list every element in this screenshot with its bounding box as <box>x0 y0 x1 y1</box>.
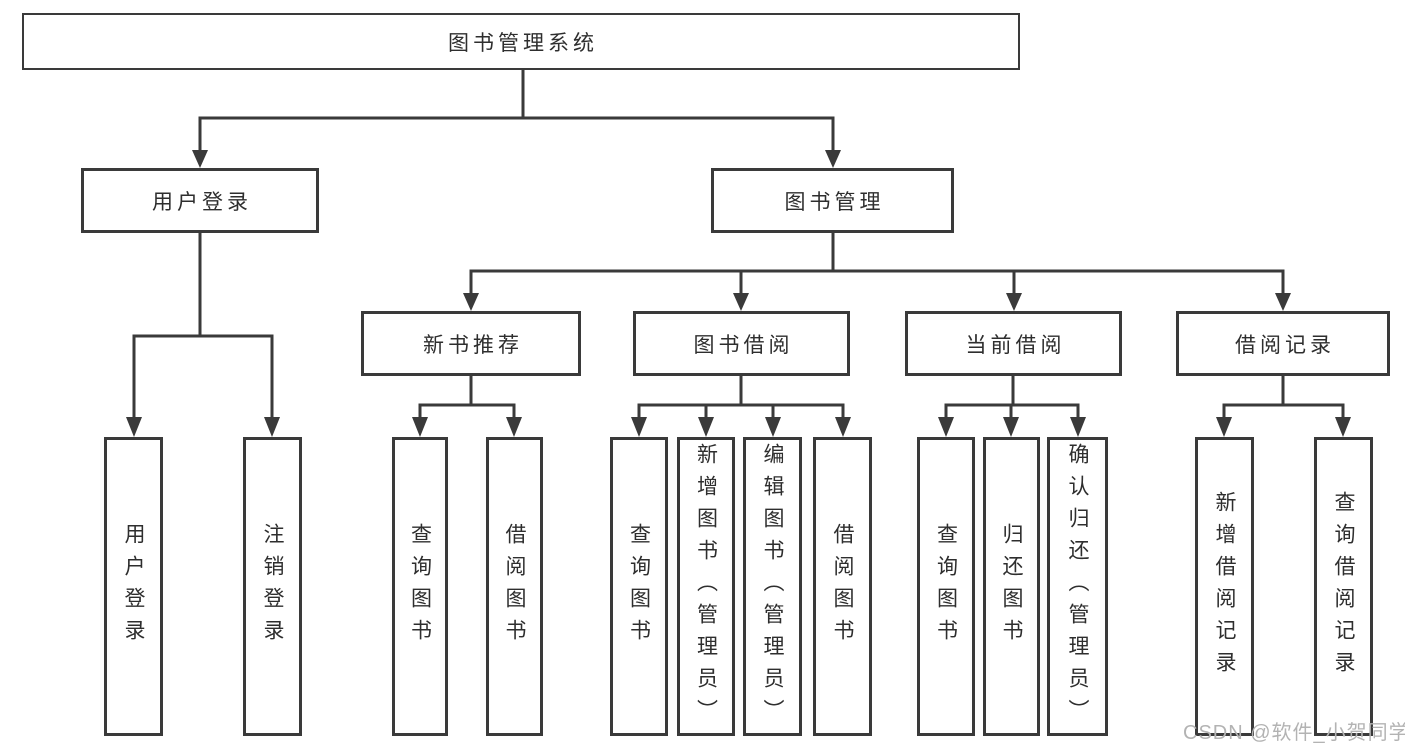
arrowheads-level3 <box>463 293 1291 311</box>
node-label: 图书管理系统 <box>448 31 598 55</box>
node-label: 借阅记录 <box>1235 333 1335 357</box>
node-label: 查询借阅记录 <box>1332 490 1355 683</box>
node-current-borrowing: 当前借阅 <box>905 311 1122 376</box>
connector-records-to-leaves <box>1222 372 1345 421</box>
node-label: 当前借阅 <box>965 333 1066 357</box>
leaf-query-borrow-record: 查询借阅记录 <box>1314 437 1373 736</box>
leaf-confirm-return-admin: 确认归还（管理员） <box>1047 437 1108 736</box>
node-label: 编辑图书（管理员） <box>761 442 784 731</box>
node-label: 归还图书 <box>1000 522 1023 651</box>
leaf-query-books-newrec: 查询图书 <box>392 437 448 736</box>
arrowheads-current-leaves <box>938 417 1086 437</box>
node-label: 用户登录 <box>152 190 252 214</box>
node-label: 确认归还（管理员） <box>1066 442 1089 731</box>
connector-bookmgmt-to-level3 <box>469 229 1285 297</box>
leaf-user-login: 用户登录 <box>104 437 163 736</box>
leaf-add-books-admin: 新增图书（管理员） <box>677 437 735 736</box>
node-label: 借阅图书 <box>831 522 854 651</box>
node-label: 图书借阅 <box>693 333 794 357</box>
node-book-borrowing: 图书借阅 <box>633 311 850 376</box>
arrowheads-newbooks-leaves <box>412 417 522 437</box>
leaf-edit-books-admin: 编辑图书（管理员） <box>743 437 802 736</box>
leaf-return-books: 归还图书 <box>983 437 1040 736</box>
node-user-login: 用户登录 <box>81 168 319 233</box>
node-label: 新增图书（管理员） <box>694 442 718 731</box>
node-new-book-recommend: 新书推荐 <box>361 311 581 376</box>
node-label: 查询图书 <box>934 522 958 651</box>
node-label: 图书管理 <box>784 190 885 214</box>
arrowheads-level2 <box>192 150 841 168</box>
arrowheads-borrow-leaves <box>631 417 851 437</box>
node-book-management: 图书管理 <box>711 168 954 233</box>
connector-current-to-leaves <box>944 372 1080 421</box>
connector-userlogin-to-leaves <box>132 229 274 421</box>
csdn-watermark: CSDN @软件_小贺同学 <box>1183 722 1405 744</box>
arrowheads-userlogin-leaves <box>126 417 280 437</box>
leaf-borrow-books: 借阅图书 <box>813 437 872 736</box>
connector-newbooks-to-leaves <box>418 372 516 421</box>
connector-borrow-to-leaves <box>637 372 845 421</box>
leaf-borrow-books-newrec: 借阅图书 <box>486 437 543 736</box>
node-label: 查询图书 <box>408 522 432 651</box>
node-label: 新书推荐 <box>423 333 523 357</box>
node-root-system: 图书管理系统 <box>22 13 1020 70</box>
node-label: 注销登录 <box>261 522 284 651</box>
node-borrow-records: 借阅记录 <box>1176 311 1390 376</box>
node-label: 新增借阅记录 <box>1213 490 1236 683</box>
node-label: 借阅图书 <box>503 522 526 651</box>
node-label: 用户登录 <box>122 522 145 651</box>
arrowheads-records-leaves <box>1216 417 1351 437</box>
leaf-add-borrow-record: 新增借阅记录 <box>1195 437 1254 736</box>
leaf-query-books-borrow: 查询图书 <box>610 437 668 736</box>
connector-root-to-level2 <box>198 66 835 152</box>
node-label: 查询图书 <box>627 522 651 651</box>
leaf-logout: 注销登录 <box>243 437 302 736</box>
leaf-query-books-current: 查询图书 <box>917 437 975 736</box>
